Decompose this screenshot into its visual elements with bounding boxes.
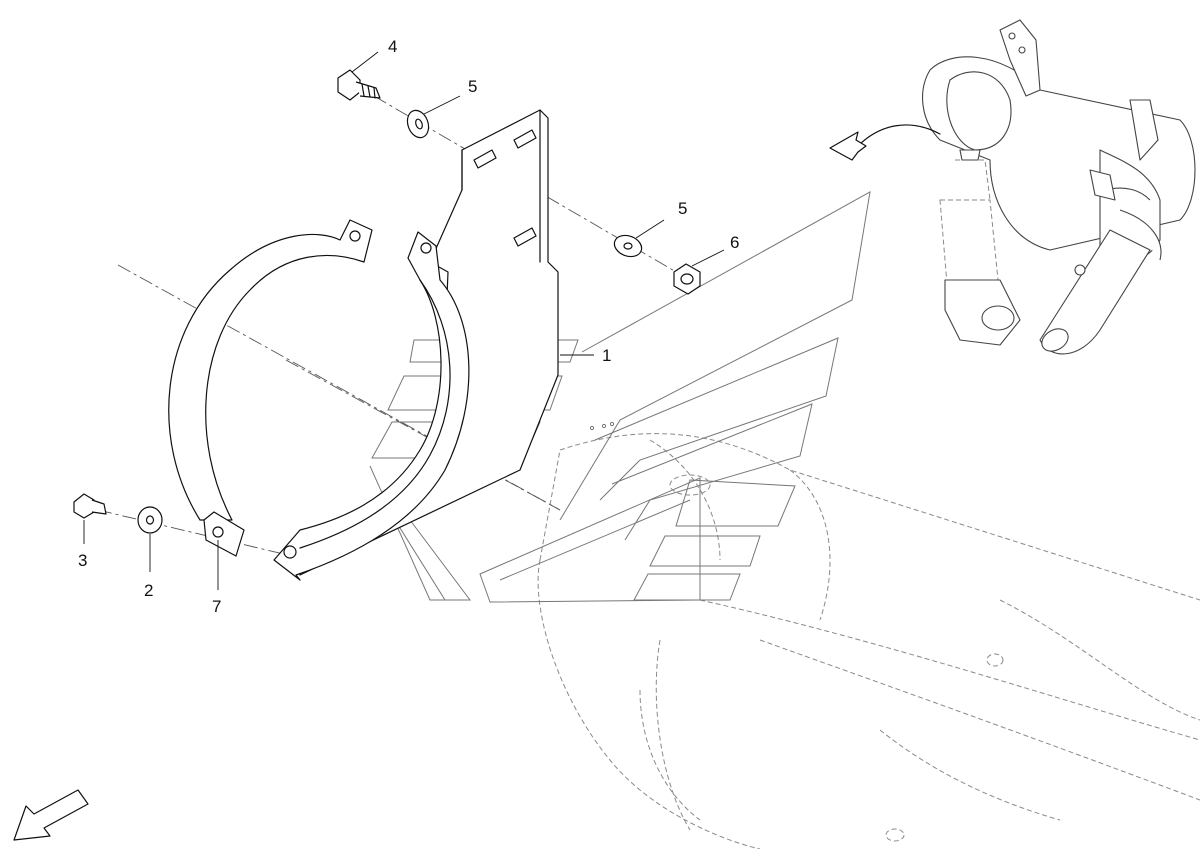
callout-5-lower: 5	[678, 199, 687, 218]
callout-5-upper: 5	[468, 77, 477, 96]
part-3-small-bolt	[73, 493, 107, 519]
callout-4: 4	[388, 37, 397, 56]
ghost-muffler	[537, 433, 1200, 849]
leader-lines	[83, 51, 725, 590]
overview-inset	[922, 19, 1196, 355]
part-5-washer-lower	[613, 234, 643, 258]
part-4-bolt	[337, 69, 381, 101]
part-7-clamp-band	[168, 219, 470, 581]
part-2-washer	[137, 506, 163, 534]
rotation-arrow-icon	[829, 124, 941, 161]
callout-7: 7	[212, 597, 221, 616]
callout-1: 1	[602, 346, 611, 365]
callout-3: 3	[78, 551, 87, 570]
part-1-bracket	[297, 109, 559, 576]
part-6-nut	[673, 263, 701, 295]
part-5-washer-upper	[406, 109, 430, 139]
direction-arrow-icon	[13, 789, 89, 841]
callout-2: 2	[144, 581, 153, 600]
callouts: 4 5 5 6 1 3 2 7	[78, 37, 739, 616]
callout-6: 6	[730, 233, 739, 252]
